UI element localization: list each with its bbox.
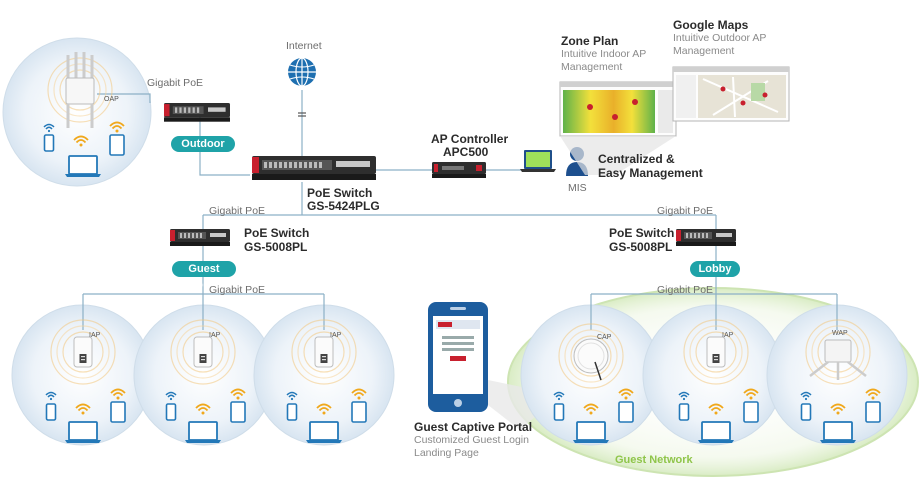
guest-room-tag: Guest Room (172, 261, 236, 291)
captive-portal-phone-icon (428, 302, 488, 412)
google-maps-desc-2: Management (673, 45, 735, 57)
connection-lines (82, 90, 838, 330)
outdoor-ap-label: OAP (104, 96, 119, 103)
lobby-ap-label-1: CAP (597, 334, 612, 341)
laptop-icon (64, 421, 102, 444)
tablet-icon (110, 401, 126, 423)
outdoor-ap-icon (47, 52, 113, 128)
ap-controller-label: AP Controller (431, 132, 509, 146)
internet-line-marker (298, 112, 306, 117)
tablet-icon (230, 401, 246, 423)
right-branch-switch-icon (676, 229, 736, 246)
left-branch-switch-icon (170, 229, 230, 246)
google-maps-title: Google Maps (673, 18, 749, 32)
portal-desc-2: Landing Page (414, 447, 479, 459)
laptop-icon (819, 421, 857, 444)
portal-title: Guest Captive Portal (414, 420, 533, 434)
lobby-wap-icon (805, 319, 871, 385)
internet-label: Internet (286, 40, 322, 52)
core-switch-model: GS-5424PLG (307, 199, 380, 213)
left-uplink-label: Gigabit PoE (209, 205, 266, 217)
central-mgmt-line2: Easy Management (598, 166, 703, 180)
phone-icon (45, 403, 57, 421)
core-switch-label: PoE Switch (307, 186, 373, 200)
right-uplink-label: Gigabit PoE (657, 205, 714, 217)
outdoor-phone-icon (43, 134, 55, 152)
outdoor-switch-icon (164, 103, 230, 122)
central-mgmt-line1: Centralized & (598, 152, 675, 166)
tablet-icon (351, 401, 367, 423)
left-switch-label: PoE Switch (244, 226, 310, 240)
right-switch-label: PoE Switch (609, 226, 675, 240)
tablet-icon (865, 401, 881, 423)
lobby-ap-label-3: WAP (832, 330, 848, 337)
laptop-icon (697, 421, 735, 444)
lobby-cap-icon (558, 323, 624, 389)
phone-icon (553, 403, 565, 421)
core-switch-icon (252, 156, 376, 180)
outdoor-laptop-icon (64, 155, 102, 178)
ap-controller-model: APC500 (443, 145, 489, 159)
phone-icon (800, 403, 812, 421)
tablet-icon (743, 401, 759, 423)
phone-icon (286, 403, 298, 421)
mis-label: MIS (568, 182, 587, 194)
left-downlink-label: Gigabit PoE (209, 284, 266, 296)
globe-icon (288, 57, 316, 87)
guestroom-ap-label-3: IAP (330, 332, 342, 339)
google-maps-desc-1: Intuitive Outdoor AP (673, 32, 767, 44)
laptop-icon (305, 421, 343, 444)
lobby-ap-label-2: IAP (722, 332, 734, 339)
outdoor-uplink-label: Gigabit PoE (147, 77, 204, 89)
laptop-icon (184, 421, 222, 444)
left-switch-model: GS-5008PL (244, 240, 308, 254)
guest-network-label: Guest Network (615, 454, 693, 466)
mis-laptop-icon (520, 150, 556, 172)
zone-plan-screenshot (559, 81, 677, 137)
screens-shadow (560, 136, 676, 175)
guestroom-ap-label-2: IAP (209, 332, 221, 339)
portal-desc-1: Customized Guest Login (414, 434, 529, 446)
tablet-icon (618, 401, 634, 423)
guestroom-ap-label-1: IAP (89, 332, 101, 339)
phone-icon (165, 403, 177, 421)
zone-plan-desc-2: Management (561, 61, 623, 73)
outdoor-tablet-icon (109, 134, 125, 156)
right-switch-model: GS-5008PL (609, 240, 673, 254)
zone-plan-desc-1: Intuitive Indoor AP (561, 48, 647, 60)
right-downlink-label: Gigabit PoE (657, 284, 714, 296)
ap-controller-icon (432, 162, 486, 178)
zone-plan-title: Zone Plan (561, 34, 619, 48)
lobby-tag: Lobby (690, 261, 740, 277)
outdoor-tag: Outdoor (171, 136, 235, 152)
laptop-icon (572, 421, 610, 444)
google-maps-screenshot (672, 66, 790, 122)
phone-icon (678, 403, 690, 421)
